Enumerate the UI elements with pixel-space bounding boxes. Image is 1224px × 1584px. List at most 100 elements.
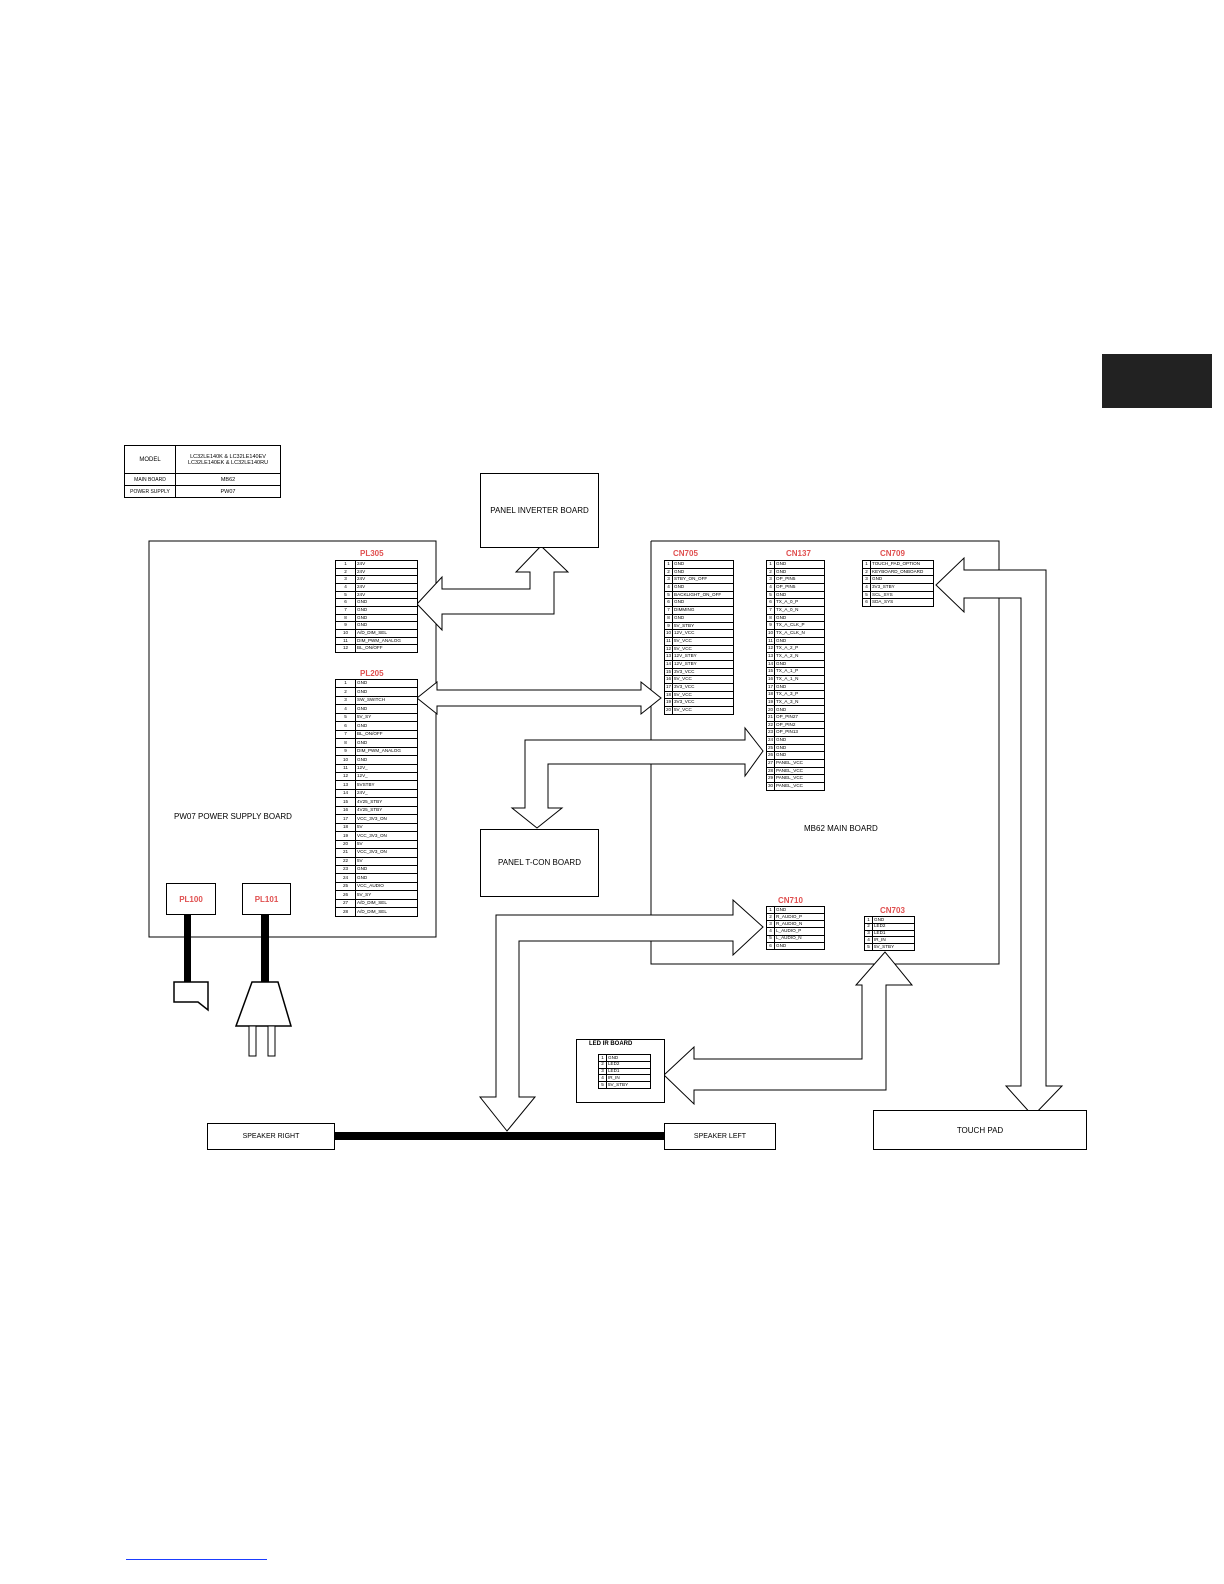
pin-number: 1 (862, 560, 871, 569)
pin-number: 5 (664, 590, 673, 600)
pin-number: 1 (664, 560, 673, 569)
pin-number: 5 (598, 1081, 607, 1089)
pin-signal: 3V3_VCC (672, 683, 734, 692)
main-board-value: MB62 (175, 473, 281, 486)
pin-number: 5 (335, 590, 356, 600)
pin-number: 9 (335, 621, 356, 630)
pin-number: 16 (766, 674, 775, 684)
pin-number: 20 (766, 705, 775, 715)
pin-signal: SW_SWITCH (355, 695, 418, 706)
pin-number: 24 (766, 736, 775, 745)
speaker-left-label: SPEAKER LEFT (693, 1133, 747, 1140)
led-ir-label: LED IR BOARD (589, 1041, 633, 1047)
pl305-label: PL305 (360, 549, 384, 558)
footer-link-underline (126, 1559, 267, 1560)
pin-signal: BL_ON/OFF (355, 644, 418, 653)
pin-signal: 3V3_VCC (672, 698, 734, 708)
pin-number: 2 (766, 567, 775, 577)
pin-number: 8 (766, 613, 775, 623)
pin-signal: GND (774, 751, 825, 761)
pl305-inverter-arrow (416, 545, 570, 632)
pin-number: 4 (862, 582, 871, 592)
pin-signal: GND (355, 678, 418, 689)
pin-number: 14 (335, 788, 356, 799)
pin-number: 12 (335, 644, 356, 653)
power-supply-board-label: PW07 POWER SUPPLY BOARD (174, 812, 292, 821)
pin-signal: BACKLIGHT_ON_OFF (672, 590, 734, 600)
pin-signal: GND (355, 864, 418, 875)
pin-signal: TOUCH_PAD_OPTION (870, 560, 934, 569)
pin-signal: PANEL_VCC (774, 759, 825, 768)
pin-number: 12 (766, 644, 775, 653)
pin-number: 4 (335, 582, 356, 592)
pin-number: 16 (335, 805, 356, 816)
pin-number: 12 (664, 644, 673, 654)
pin-number: 25 (335, 881, 356, 892)
pin-signal: GND (672, 583, 734, 592)
pin-number: 2 (862, 567, 871, 577)
pin-signal: 12V_STBY (672, 652, 734, 661)
pin-number: 10 (664, 629, 673, 638)
pin-number: 2 (864, 922, 873, 931)
pin-signal: GND (774, 560, 825, 569)
pin-signal: TX_A_0_P (774, 598, 825, 607)
pin-number: 13 (335, 780, 356, 790)
cn710-speaker-arrow (478, 898, 764, 1132)
pin-number: 5 (766, 590, 775, 600)
pin-number: 24 (335, 873, 356, 883)
pin-number: 1 (335, 678, 356, 689)
pin-signal: SDA_SYS (870, 598, 934, 607)
pin-number: 28 (766, 766, 775, 776)
pin-number: 27 (335, 898, 356, 909)
pin-number: 2 (766, 913, 775, 922)
pin-signal: GND (672, 567, 734, 577)
pin-number: 16 (664, 675, 673, 684)
pin-number: 3 (598, 1067, 607, 1076)
pin-signal: GND (774, 636, 825, 646)
pin-number: 21 (766, 713, 775, 722)
pl101-cable (261, 914, 269, 984)
pin-signal: LED1 (606, 1067, 651, 1076)
pin-signal: GND (355, 873, 418, 883)
pin-signal: GND (774, 736, 825, 745)
pin-signal: PANEL_VCC (774, 782, 825, 791)
pin-signal: GND (355, 613, 418, 623)
pin-signal: GND (774, 659, 825, 669)
pl101-box: PL101 (242, 883, 291, 915)
pin-number: 1 (766, 905, 775, 915)
